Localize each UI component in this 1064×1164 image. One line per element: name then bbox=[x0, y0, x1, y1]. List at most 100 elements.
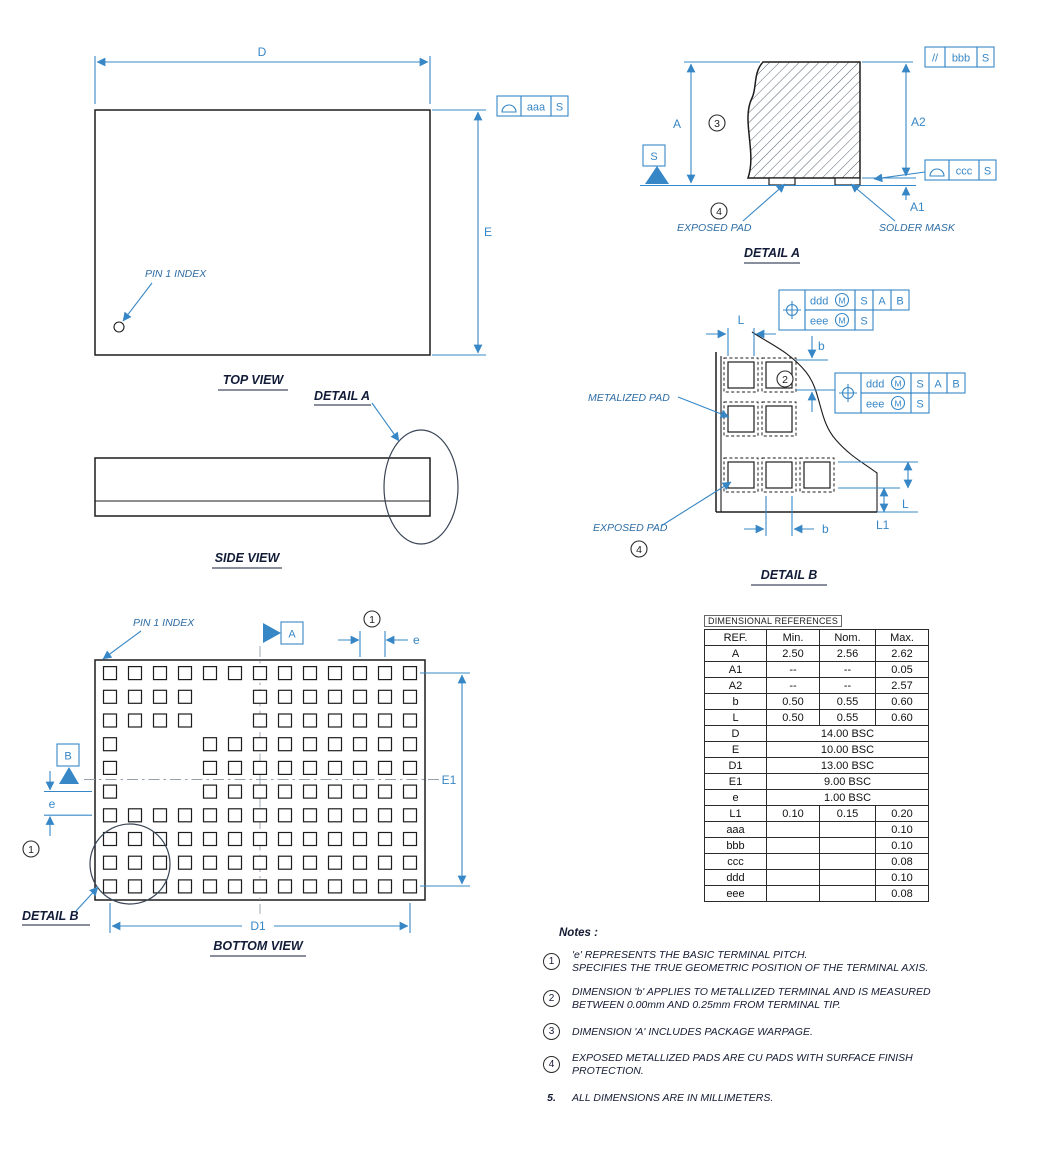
terminal-pad bbox=[277, 760, 293, 776]
feature-control-frame-bbb: // bbb S bbox=[924, 46, 995, 68]
datum-reference: S bbox=[916, 399, 923, 411]
table-cell-bsc: 13.00 BSC bbox=[766, 757, 929, 774]
table-cell-bsc: 9.00 BSC bbox=[766, 773, 929, 790]
tolerance-value: ddd bbox=[810, 296, 828, 308]
terminal-pad bbox=[302, 784, 318, 799]
table-cell-bsc: 10.00 BSC bbox=[766, 741, 929, 758]
datum-reference: S bbox=[984, 166, 991, 178]
top-view: D E aaa S PIN 1 INDEX TOP VIEW bbox=[94, 45, 569, 391]
dimensional-references-table: DIMENSIONAL REFERENCES REF. Min. Nom. Ma… bbox=[704, 611, 929, 902]
terminal-pad bbox=[102, 665, 118, 681]
dim-label-d1: D1 bbox=[250, 919, 266, 933]
datum-triangle-icon bbox=[59, 767, 79, 784]
terminal-pad bbox=[402, 879, 418, 894]
feature-control-frame-position-top: ddd M S A B eee M S bbox=[778, 289, 910, 331]
metalized-pad bbox=[727, 461, 755, 489]
note-line: DIMENSION 'b' APPLIES TO METALLIZED TERM… bbox=[572, 986, 931, 999]
note-line: PROTECTION. bbox=[572, 1064, 644, 1077]
table-row: A1----0.05 bbox=[704, 661, 929, 678]
terminal-pad bbox=[227, 808, 243, 823]
datum-reference: S bbox=[860, 316, 867, 328]
terminal-pad bbox=[277, 713, 293, 728]
dim-label-a: A bbox=[673, 117, 681, 131]
table-header-max: Max. bbox=[875, 629, 929, 646]
datum-box bbox=[642, 144, 666, 167]
table-cell: E bbox=[704, 741, 767, 758]
profile-surface-symbol-icon bbox=[929, 168, 945, 177]
table-cell: 0.10 bbox=[875, 869, 929, 886]
leader-line bbox=[102, 630, 142, 660]
note-item: 3 DIMENSION 'A' INCLUDES PACKAGE WARPAGE… bbox=[543, 1023, 1060, 1041]
table-cell: 2.62 bbox=[875, 645, 929, 662]
table-cell: 0.60 bbox=[875, 709, 929, 726]
terminal-pad bbox=[177, 855, 193, 870]
note-ref-circle bbox=[22, 840, 40, 858]
terminal-pad bbox=[177, 808, 193, 823]
terminal-pad bbox=[227, 879, 243, 894]
terminal-pad bbox=[327, 737, 343, 752]
terminal-pad bbox=[252, 737, 268, 752]
frame-cell bbox=[910, 392, 930, 414]
terminal-pad bbox=[102, 831, 118, 847]
table-cell: 0.55 bbox=[819, 709, 876, 726]
exposed-pad-label: EXPOSED PAD bbox=[593, 522, 668, 534]
note-number-circle: 4 bbox=[543, 1056, 560, 1074]
terminal-pad bbox=[402, 784, 418, 799]
table-cell: 0.50 bbox=[766, 709, 820, 726]
terminal-pad bbox=[252, 879, 268, 894]
terminal-pad bbox=[277, 784, 293, 799]
note-ref-number: 4 bbox=[636, 544, 642, 556]
table-header-nom: Nom. bbox=[819, 629, 876, 646]
table-cell: eee bbox=[704, 885, 767, 902]
terminal-pad bbox=[252, 665, 268, 681]
parallelism-symbol-icon: // bbox=[932, 53, 939, 65]
terminal-pad bbox=[152, 879, 168, 894]
terminal-pad bbox=[227, 784, 243, 799]
leader-line bbox=[850, 183, 896, 222]
mmc-modifier-letter: M bbox=[838, 316, 845, 326]
dim-label-b-top: b bbox=[818, 339, 825, 353]
datum-reference: S bbox=[860, 296, 867, 308]
terminal-pad bbox=[302, 855, 318, 870]
solder-mask-opening bbox=[723, 457, 759, 493]
terminal-pad bbox=[252, 713, 268, 728]
table-row: bbb 0.10 bbox=[704, 837, 929, 854]
terminal-pad bbox=[152, 689, 168, 704]
leader-line bbox=[742, 183, 786, 222]
view-title: SIDE VIEW bbox=[215, 551, 281, 565]
terminal-pad bbox=[102, 713, 118, 728]
view-title: TOP VIEW bbox=[223, 373, 285, 387]
tolerance-value: aaa bbox=[527, 102, 546, 114]
note-text: DIMENSION 'b' APPLIES TO METALLIZED TERM… bbox=[572, 986, 931, 1011]
terminal-pad bbox=[252, 808, 268, 823]
note-text: DIMENSION 'A' INCLUDES PACKAGE WARPAGE. bbox=[572, 1026, 813, 1039]
terminal-pad bbox=[227, 855, 243, 870]
terminal-pad bbox=[102, 737, 118, 752]
frame-cell bbox=[924, 159, 950, 181]
terminal-pad bbox=[352, 665, 368, 681]
table-cell: 0.10 bbox=[875, 837, 929, 854]
table-cell bbox=[819, 821, 876, 838]
terminal-pad bbox=[177, 665, 193, 681]
terminal-pad bbox=[202, 831, 218, 847]
terminal-pad bbox=[252, 784, 268, 799]
table-cell bbox=[819, 853, 876, 870]
terminal-pad bbox=[402, 689, 418, 704]
note-ref-circle bbox=[363, 610, 381, 628]
table-cell: L1 bbox=[704, 805, 767, 822]
table-cell: bbb bbox=[704, 837, 767, 854]
terminal-pad bbox=[127, 879, 143, 894]
note-number-circle: 2 bbox=[543, 990, 560, 1008]
datum-s-symbol: S bbox=[642, 144, 669, 184]
datum-reference: B bbox=[896, 296, 903, 308]
feature-control-frame-ccc: ccc S bbox=[873, 159, 997, 183]
terminal-pad bbox=[202, 737, 218, 752]
table-title: DIMENSIONAL REFERENCES bbox=[704, 615, 843, 627]
table-cell: 2.56 bbox=[819, 645, 876, 662]
table-cell: E1 bbox=[704, 773, 767, 790]
frame-cell bbox=[976, 46, 995, 68]
terminal-pad bbox=[252, 855, 268, 870]
note-number-plain: 5. bbox=[547, 1091, 556, 1104]
